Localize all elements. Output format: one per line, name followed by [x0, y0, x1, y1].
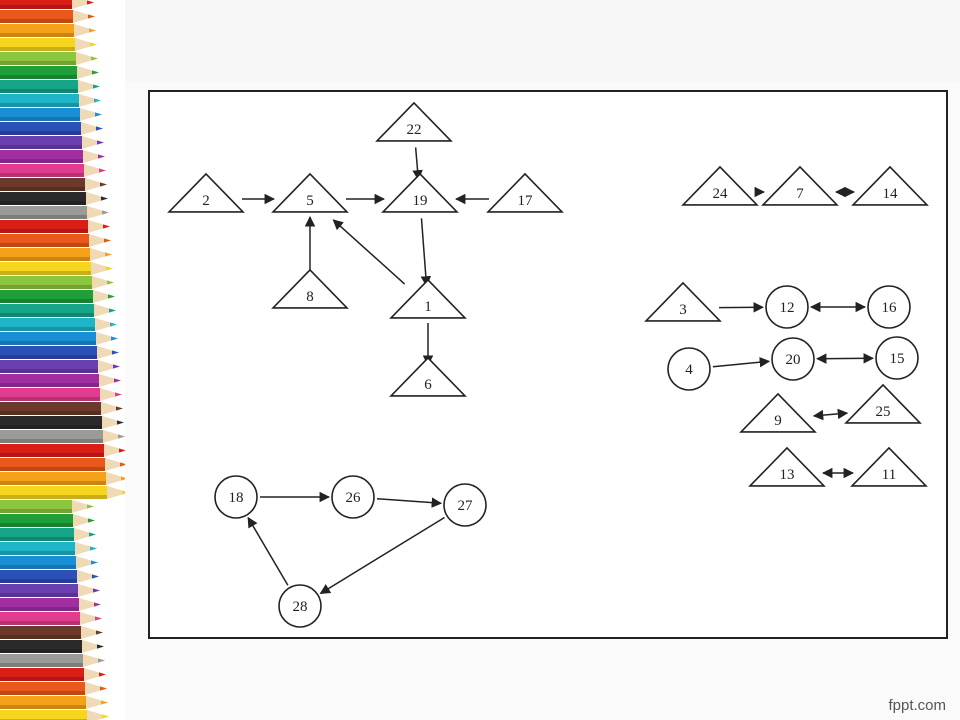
circle-node-shape — [214, 475, 258, 519]
triangle-node-shape — [748, 446, 826, 487]
triangle-node-shape — [389, 356, 467, 397]
node-5: 5 — [271, 172, 349, 213]
node-28: 28 — [278, 584, 322, 628]
node-2: 2 — [167, 172, 245, 213]
node-7: 7 — [761, 165, 839, 206]
edge-28-to-18 — [247, 516, 289, 586]
edge-4-to-20 — [712, 356, 771, 368]
node-label: 3 — [679, 302, 687, 318]
edge-9-to-25 — [812, 408, 849, 421]
node-9: 9 — [739, 392, 817, 433]
node-label: 7 — [796, 186, 804, 202]
node-6: 6 — [389, 356, 467, 397]
triangle-node-shape — [381, 172, 459, 213]
circle-node-shape — [875, 336, 919, 380]
node-label: 13 — [780, 467, 795, 483]
node-label: 15 — [890, 351, 905, 367]
triangle-node-shape — [375, 101, 453, 142]
circle-node-shape — [771, 337, 815, 381]
triangle-node-shape — [167, 172, 245, 213]
triangle-node-shape — [644, 281, 722, 322]
triangle-node-shape — [271, 268, 349, 309]
edge-20-to-15 — [815, 353, 875, 364]
node-label: 11 — [882, 467, 896, 483]
node-label: 1 — [424, 299, 432, 315]
node-1: 1 — [389, 278, 467, 319]
triangle-node-shape — [681, 165, 759, 206]
node-label: 6 — [424, 377, 432, 393]
triangle-node-shape — [389, 278, 467, 319]
node-15: 15 — [875, 336, 919, 380]
node-18: 18 — [214, 475, 258, 519]
circle-node-shape — [867, 285, 911, 329]
node-label: 27 — [458, 498, 474, 514]
edge-26-to-27 — [376, 497, 443, 508]
node-label: 16 — [882, 300, 898, 316]
node-25: 25 — [844, 383, 922, 424]
node-13: 13 — [748, 446, 826, 487]
node-12: 12 — [765, 285, 809, 329]
node-label: 17 — [518, 193, 534, 209]
triangle-node-shape — [739, 392, 817, 433]
edge-27-to-28 — [319, 516, 445, 595]
circle-node-shape — [443, 483, 487, 527]
node-19: 19 — [381, 172, 459, 213]
triangle-node-shape — [851, 165, 929, 206]
node-22: 22 — [375, 101, 453, 142]
node-label: 4 — [685, 362, 693, 378]
node-label: 5 — [306, 193, 314, 209]
triangle-node-shape — [486, 172, 564, 213]
node-label: 28 — [293, 599, 308, 615]
colored-pencils-border — [0, 0, 125, 720]
node-11: 11 — [850, 446, 928, 487]
node-label: 14 — [883, 186, 899, 202]
circle-node-shape — [765, 285, 809, 329]
node-17: 17 — [486, 172, 564, 213]
edge-19-to-1 — [420, 218, 432, 287]
node-label: 8 — [306, 289, 314, 305]
node-label: 9 — [774, 413, 782, 429]
slide-header-band — [125, 0, 960, 82]
node-20: 20 — [771, 337, 815, 381]
circle-node-shape — [667, 347, 711, 391]
triangle-node-shape — [271, 172, 349, 213]
edge-22-to-19 — [412, 147, 423, 181]
node-label: 19 — [413, 193, 428, 209]
triangle-node-shape — [761, 165, 839, 206]
node-3: 3 — [644, 281, 722, 322]
node-14: 14 — [851, 165, 929, 206]
watermark-text: fppt.com — [888, 697, 946, 714]
node-label: 18 — [229, 490, 244, 506]
triangle-node-shape — [850, 446, 928, 487]
node-26: 26 — [331, 475, 375, 519]
triangle-node-shape — [844, 383, 922, 424]
node-label: 20 — [786, 352, 801, 368]
circle-node-shape — [278, 584, 322, 628]
edge-1-to-5 — [332, 219, 406, 285]
circle-node-shape — [331, 475, 375, 519]
node-label: 2 — [202, 193, 210, 209]
node-8: 8 — [271, 268, 349, 309]
node-label: 22 — [407, 122, 422, 138]
node-label: 24 — [713, 186, 729, 202]
node-label: 26 — [346, 490, 362, 506]
node-label: 25 — [876, 404, 891, 420]
node-4: 4 — [667, 347, 711, 391]
node-27: 27 — [443, 483, 487, 527]
node-24: 24 — [681, 165, 759, 206]
diagram-frame — [148, 90, 948, 639]
node-label: 12 — [780, 300, 795, 316]
node-16: 16 — [867, 285, 911, 329]
